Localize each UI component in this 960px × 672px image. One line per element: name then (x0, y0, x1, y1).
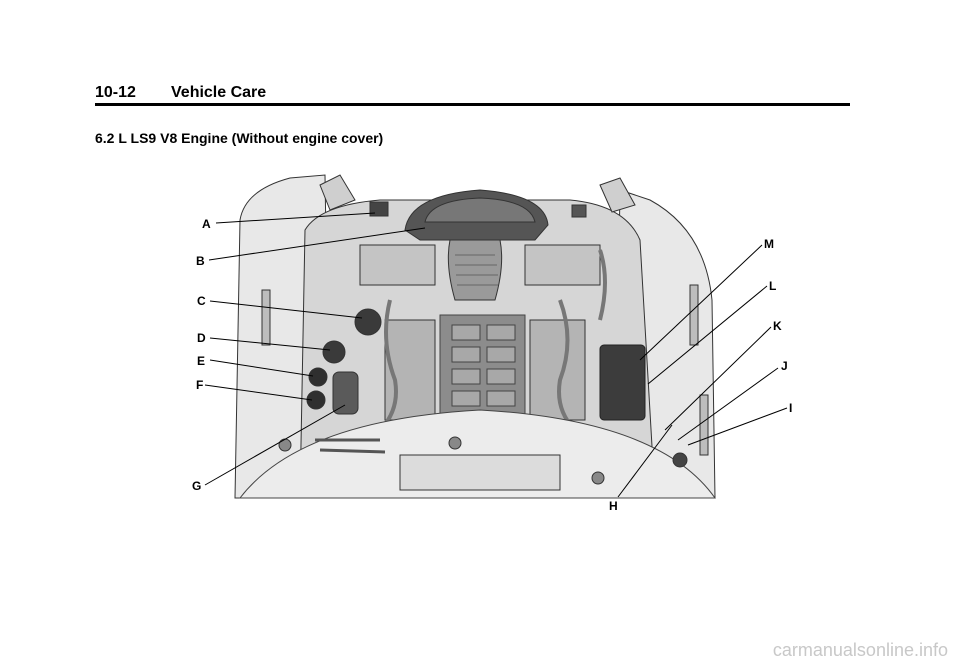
callout-E: E (197, 354, 205, 368)
section-title: Vehicle Care (171, 84, 267, 101)
callout-B: B (196, 254, 205, 268)
page-number: 10-12 (95, 84, 136, 101)
callout-A: A (202, 217, 211, 231)
page-header: 10-12 Vehicle Care (95, 84, 850, 106)
figure-heading: 6.2 L LS9 V8 Engine (Without engine cove… (95, 130, 384, 146)
callout-G: G (192, 479, 201, 493)
callout-K: K (773, 319, 782, 333)
header-rule (95, 103, 850, 106)
callout-C: C (197, 294, 206, 308)
callout-H: H (609, 499, 618, 513)
engine-bay-drawing (234, 174, 716, 499)
callout-leader-lines (204, 212, 788, 498)
callout-I: I (789, 401, 792, 415)
watermark: carmanualsonline.info (772, 640, 948, 660)
callout-L: L (769, 279, 776, 293)
callout-J: J (781, 359, 788, 373)
callout-labels: A B C D E F G H I J K L M (192, 217, 792, 513)
callout-M: M (764, 237, 774, 251)
callout-F: F (196, 378, 203, 392)
callout-D: D (197, 331, 206, 345)
